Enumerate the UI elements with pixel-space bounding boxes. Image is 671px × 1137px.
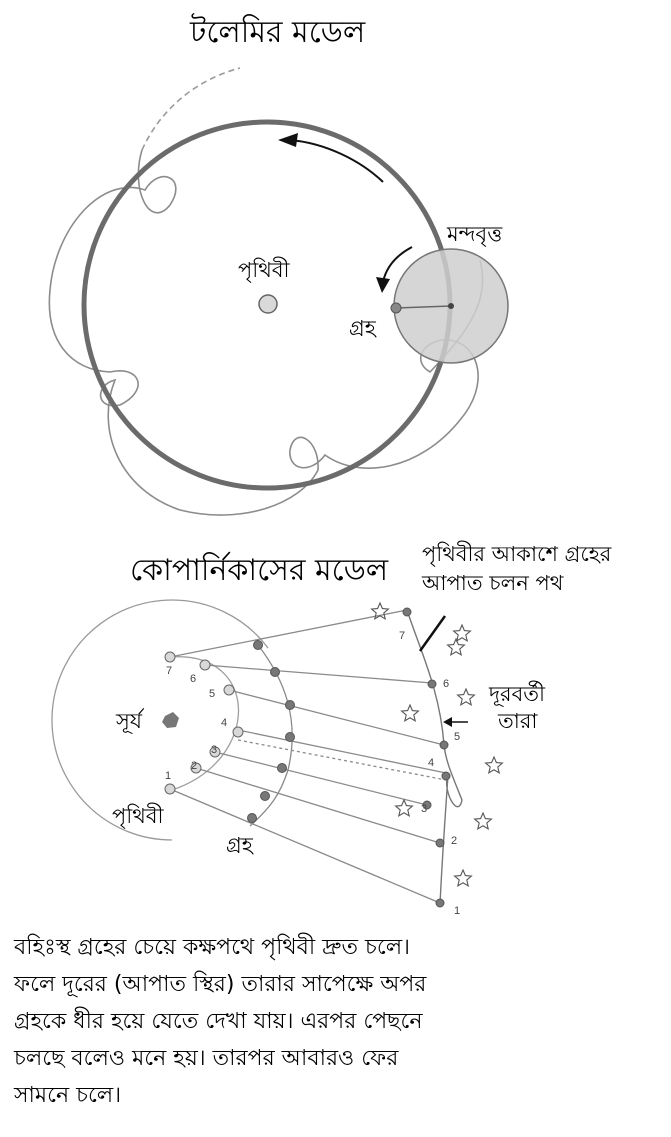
outer-number: 6 <box>443 678 450 690</box>
star-icon <box>484 755 504 775</box>
caption-line: চলছে বলেও মনে হয়। তারপর আবারও ফের <box>14 1046 399 1071</box>
planet-dot <box>390 302 402 314</box>
inner-number: 5 <box>209 688 216 700</box>
star-icon <box>446 637 466 657</box>
planet-loop-dashed <box>141 67 241 151</box>
apparent-path-label-line1: পৃথিবীর আকাশে গ্রহের <box>422 542 612 566</box>
inner-number: 3 <box>211 744 218 756</box>
distant-stars-label-line2: তারা <box>498 709 538 733</box>
inner-number: 1 <box>165 770 172 782</box>
copernicus-diagram <box>51 599 504 908</box>
earth-position-arc <box>169 656 240 791</box>
planet-loop-path <box>48 149 484 516</box>
earth-positions <box>164 651 244 795</box>
star-icon <box>473 811 493 831</box>
star-icon <box>394 798 414 818</box>
star-icon <box>453 868 473 888</box>
earth-dot <box>258 294 278 314</box>
apparent-positions <box>402 607 451 908</box>
caption-line: বহিঃস্থ গ্রহের চেয়ে কক্ষপথে পৃথিবী দ্রু… <box>14 935 410 960</box>
sight-lines <box>169 609 447 904</box>
outer-number: 7 <box>399 630 406 642</box>
earth-orbit <box>51 599 269 841</box>
outer-number: 3 <box>421 803 428 815</box>
deferent-arrowhead <box>278 133 298 147</box>
caption-line: গ্রহকে ধীর হয়ে যেতে দেখা যায়। এরপর পেছ… <box>14 1009 423 1034</box>
distant-stars-label-line1: দূরবর্তী <box>489 682 546 706</box>
ptolemy-planet-label: গ্রহ <box>349 316 376 340</box>
inner-number: 7 <box>166 665 173 677</box>
apparent-path-label-line2: আপাত চলন পথ <box>422 571 564 595</box>
inner-number: 4 <box>221 717 228 729</box>
caption: বহিঃস্থ গ্রহের চেয়ে কক্ষপথে পৃথিবী দ্রু… <box>14 929 664 1114</box>
outer-number: 1 <box>454 905 461 917</box>
copernicus-planet-label: গ্রহ <box>226 833 253 857</box>
star-arrowhead <box>443 717 452 727</box>
star-icon <box>452 623 472 643</box>
inner-number: 6 <box>190 673 197 685</box>
ptolemy-diagram <box>48 67 509 516</box>
star-icon <box>370 601 390 621</box>
outer-number: 2 <box>451 835 458 847</box>
deferent-arrow <box>289 139 384 183</box>
sun-marker <box>162 712 179 728</box>
star-icons <box>370 601 504 888</box>
copernicus-title: কোপার্নিকাসের মডেল <box>130 553 389 588</box>
caption-line: ফলে দূরের (আপাত স্থির) তারার সাপেক্ষে অপ… <box>14 972 427 997</box>
ptolemy-earth-label: পৃথিবী <box>238 258 290 282</box>
apparent-path-curve <box>406 609 463 906</box>
epicycle-radius <box>395 305 452 309</box>
inner-number: 2 <box>191 760 198 772</box>
planet-positions <box>247 640 295 823</box>
copernicus-earth-label: পৃথিবী <box>112 804 164 828</box>
star-icon <box>456 687 476 707</box>
star-icon <box>400 703 420 723</box>
outer-number: 5 <box>454 731 461 743</box>
epicycle-label: মন্দবৃত্ত <box>447 222 503 246</box>
outer-number: 4 <box>428 757 435 769</box>
epicycle-center <box>448 303 454 309</box>
caption-line: সামনে চলে। <box>14 1083 122 1108</box>
path-pointer-line <box>418 615 447 652</box>
epicycle-arrowhead <box>376 277 390 293</box>
sun-label: সূর্য <box>116 709 142 733</box>
ptolemy-title: টলেমির মডেল <box>190 15 366 50</box>
